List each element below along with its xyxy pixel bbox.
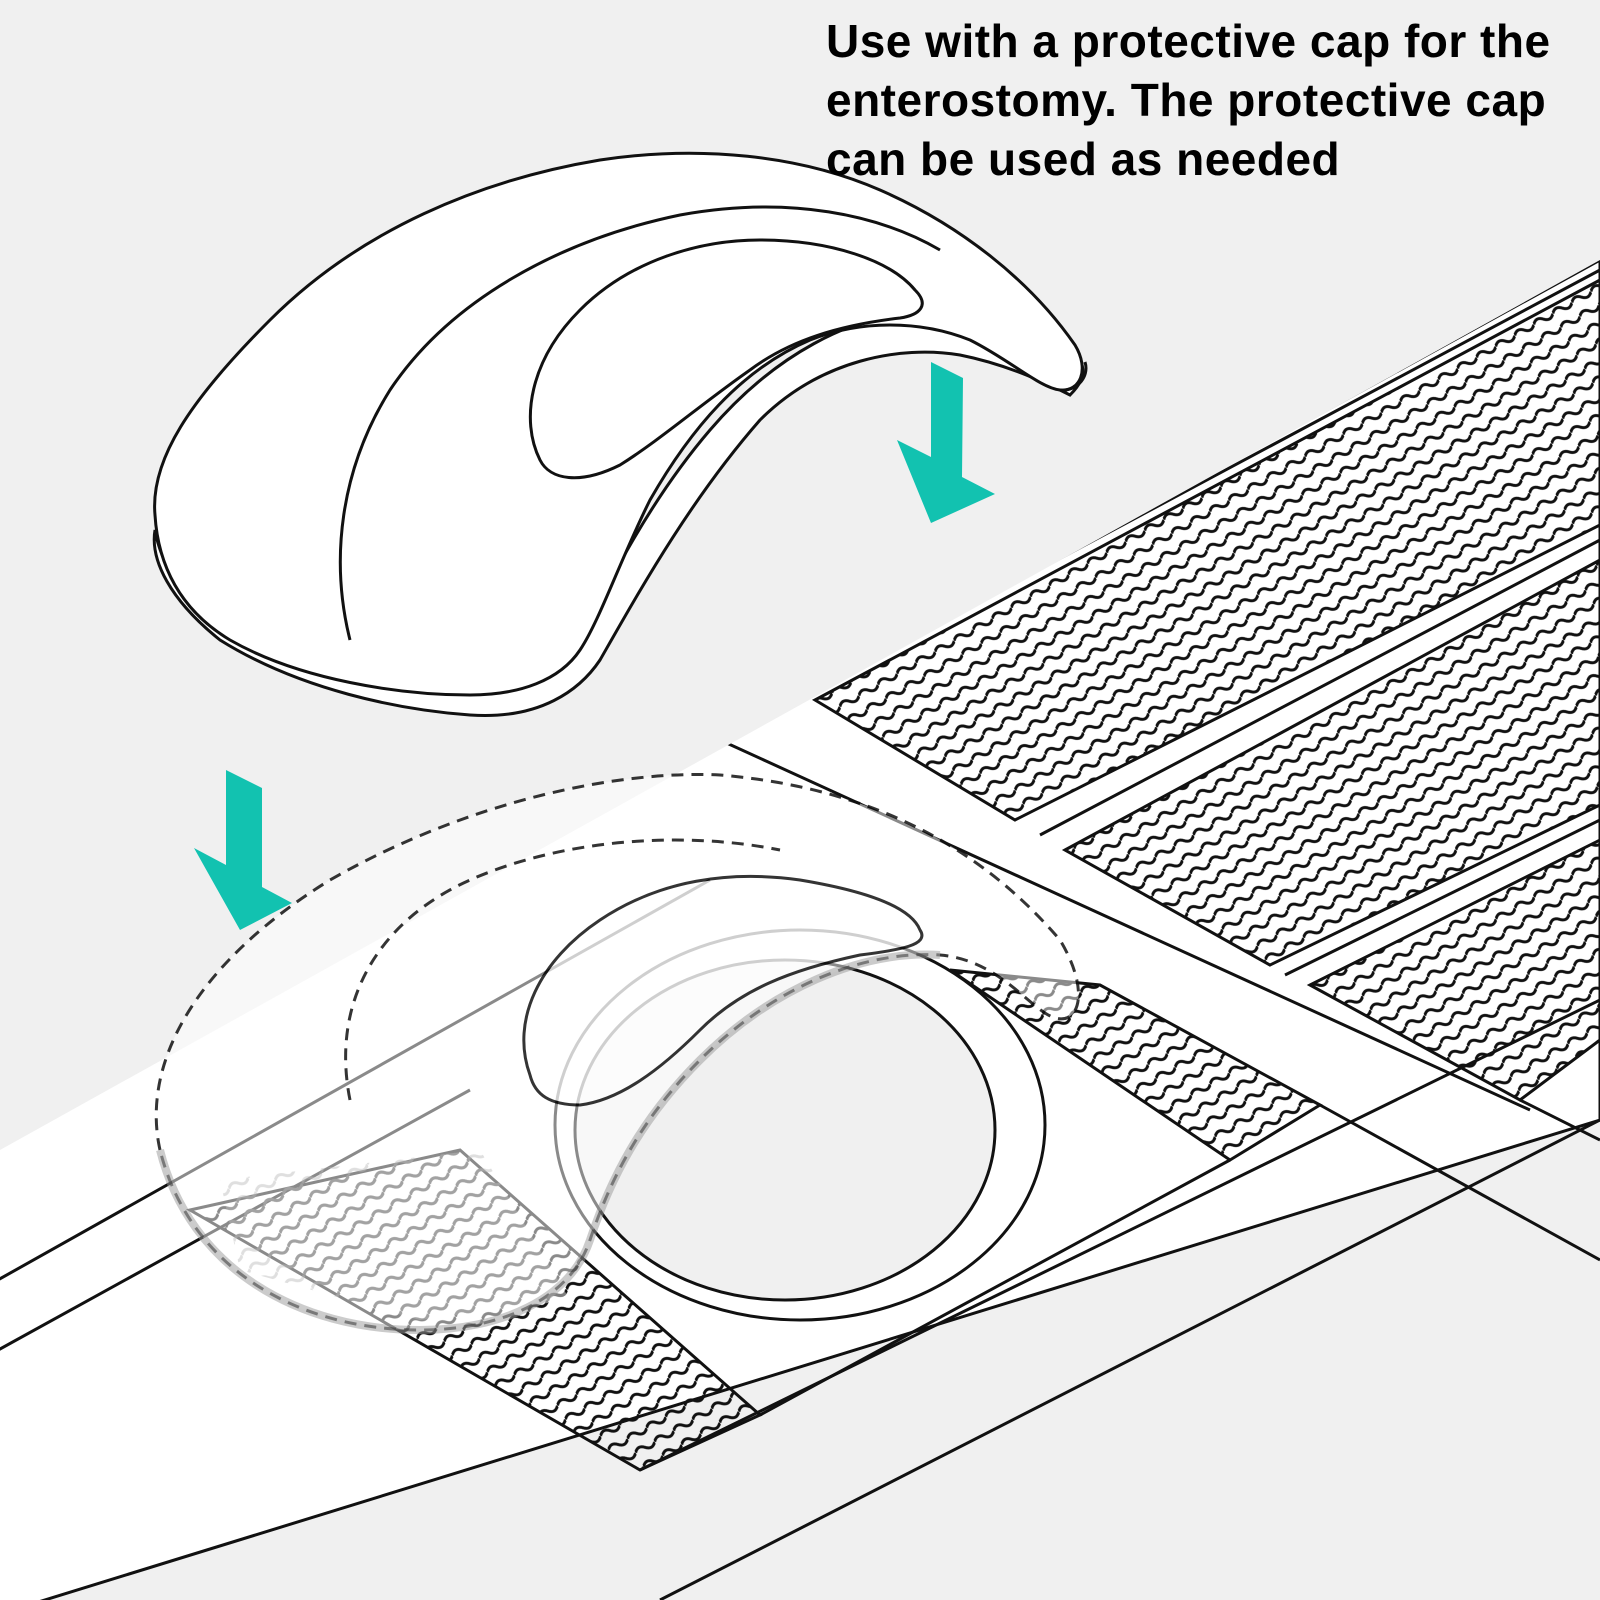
- down-arrow-icon: [897, 362, 995, 523]
- protective-cap: [152, 151, 1088, 718]
- cap-window: [528, 238, 924, 480]
- caption-line-2: enterostomy. The protective cap: [826, 74, 1547, 126]
- velcro-band-2: [1061, 557, 1600, 967]
- caption-line-1: Use with a protective cap for the: [826, 15, 1551, 67]
- placed-protective-cap: [154, 773, 1080, 1335]
- cap-inner-pad: [338, 205, 941, 641]
- caption-text: Use with a protective cap for the entero…: [826, 12, 1596, 189]
- down-arrow-icon: [194, 770, 292, 930]
- caption-line-3: can be used as needed: [826, 133, 1341, 185]
- velcro-band-1: [811, 277, 1600, 822]
